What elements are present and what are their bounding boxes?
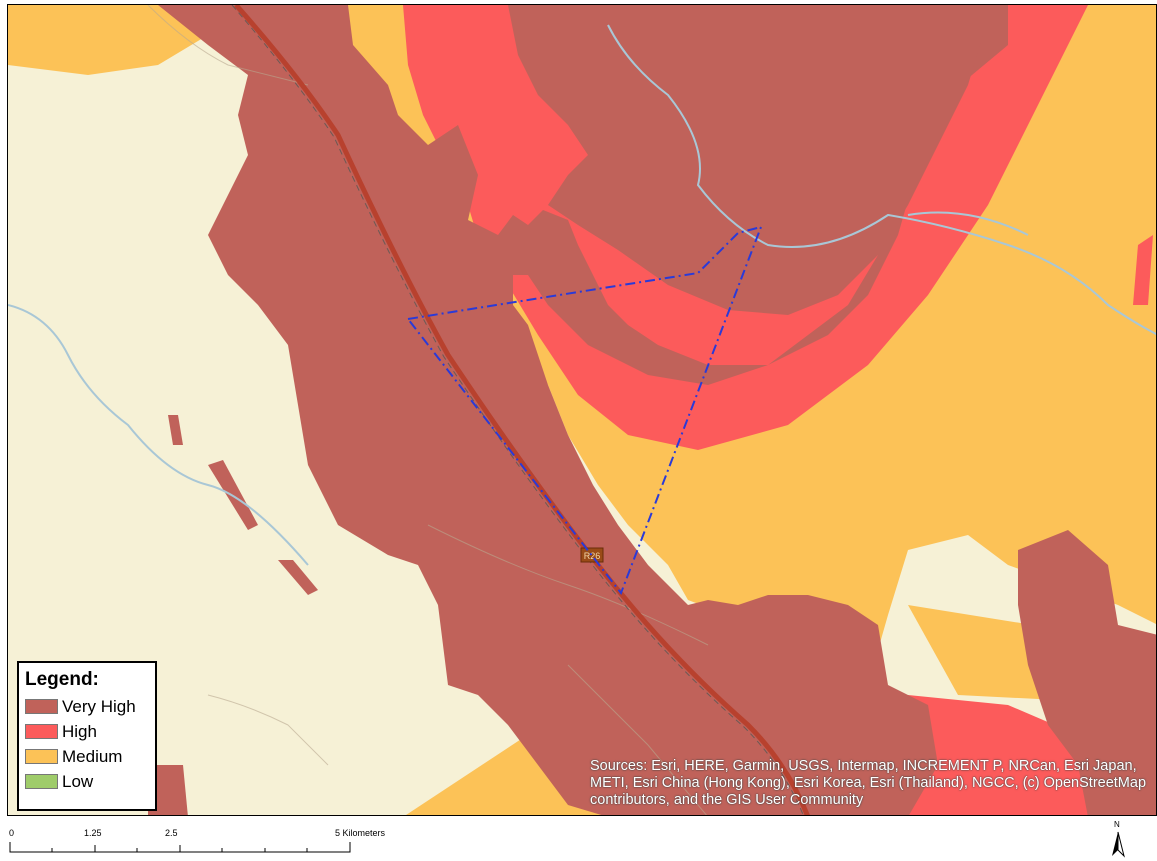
study-area-boundary[interactable]	[406, 225, 763, 596]
legend-item-low: Low	[25, 769, 155, 794]
scale-bar: 0 1.25 2.5 5 Kilometers	[0, 820, 420, 860]
legend: Legend: Very High High Medium Low	[17, 661, 157, 811]
railway	[231, 5, 804, 815]
legend-swatch-very-high	[25, 699, 58, 714]
risk-map[interactable]: R26	[8, 5, 1157, 816]
road-shield-label: R26	[584, 551, 601, 561]
legend-item-high: High	[25, 719, 155, 744]
legend-item-very-high: Very High	[25, 694, 155, 719]
north-arrow-icon	[1112, 831, 1125, 858]
north-label: N	[1114, 820, 1120, 829]
attribution-text: Sources: Esri, HERE, Garmin, USGS, Inter…	[590, 758, 1147, 808]
streams	[8, 24, 1156, 566]
scale-tick-0: 0	[9, 828, 15, 838]
map-frame[interactable]: R26 Legend: Very High High Medium Low So…	[7, 4, 1157, 816]
road-shield: R26	[580, 547, 604, 563]
legend-title: Legend:	[25, 669, 99, 690]
highway-r26	[234, 5, 810, 815]
scale-tick-2-5: 2.5	[165, 828, 178, 838]
legend-label: Medium	[62, 746, 123, 766]
legend-label: High	[62, 721, 97, 741]
scale-tick-5-km: 5 Kilometers	[335, 828, 386, 838]
legend-label: Very High	[62, 696, 136, 716]
legend-label: Low	[62, 771, 94, 791]
minor-roads	[147, 5, 709, 815]
legend-swatch-medium	[25, 749, 58, 764]
scale-bar-line	[9, 842, 351, 853]
legend-item-medium: Medium	[25, 744, 155, 769]
legend-swatch-high	[25, 724, 58, 739]
scale-tick-1-25: 1.25	[84, 828, 102, 838]
north-arrow: N	[1108, 820, 1128, 860]
legend-swatch-low	[25, 774, 58, 789]
